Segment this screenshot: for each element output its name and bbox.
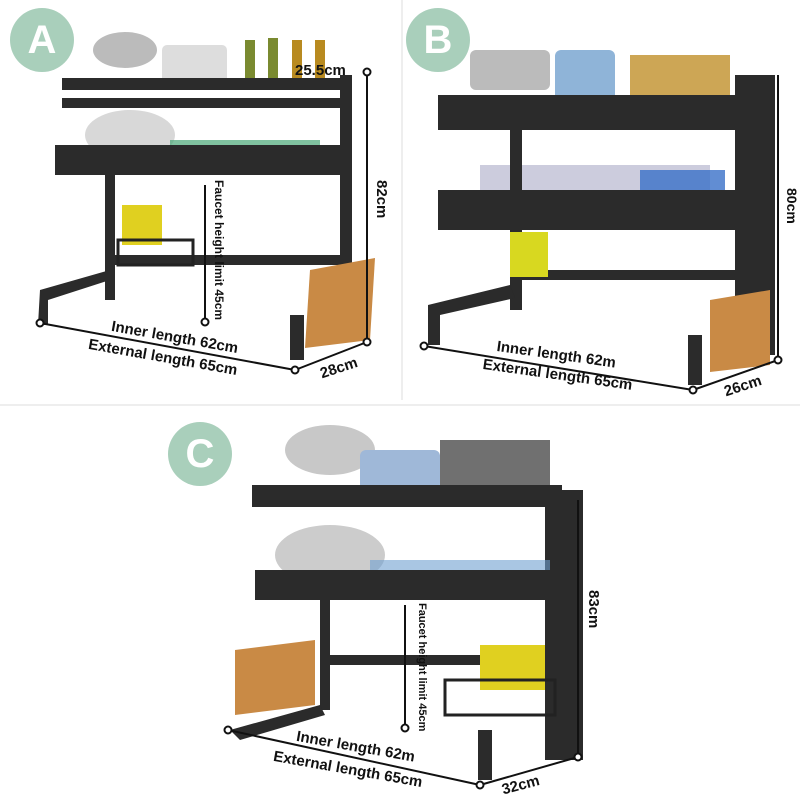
c-height-label: 83cm <box>585 590 602 629</box>
rack-a-image <box>35 32 375 375</box>
vertical-divider <box>401 0 403 400</box>
rack-c-image <box>223 425 583 790</box>
rack-b-image <box>419 50 783 395</box>
b-height-label: 80cm <box>784 188 800 224</box>
badge-a: A <box>10 8 74 72</box>
horizontal-divider <box>0 404 800 406</box>
badge-b: B <box>406 8 470 72</box>
c-faucet-label: Faucet height limit 45cm <box>416 603 428 732</box>
a-faucet-label: Faucet height limit 45cm <box>212 180 226 321</box>
a-top-depth-label: 25.5cm <box>295 62 346 79</box>
a-height-label: 82cm <box>373 180 390 219</box>
badge-c: C <box>168 422 232 486</box>
